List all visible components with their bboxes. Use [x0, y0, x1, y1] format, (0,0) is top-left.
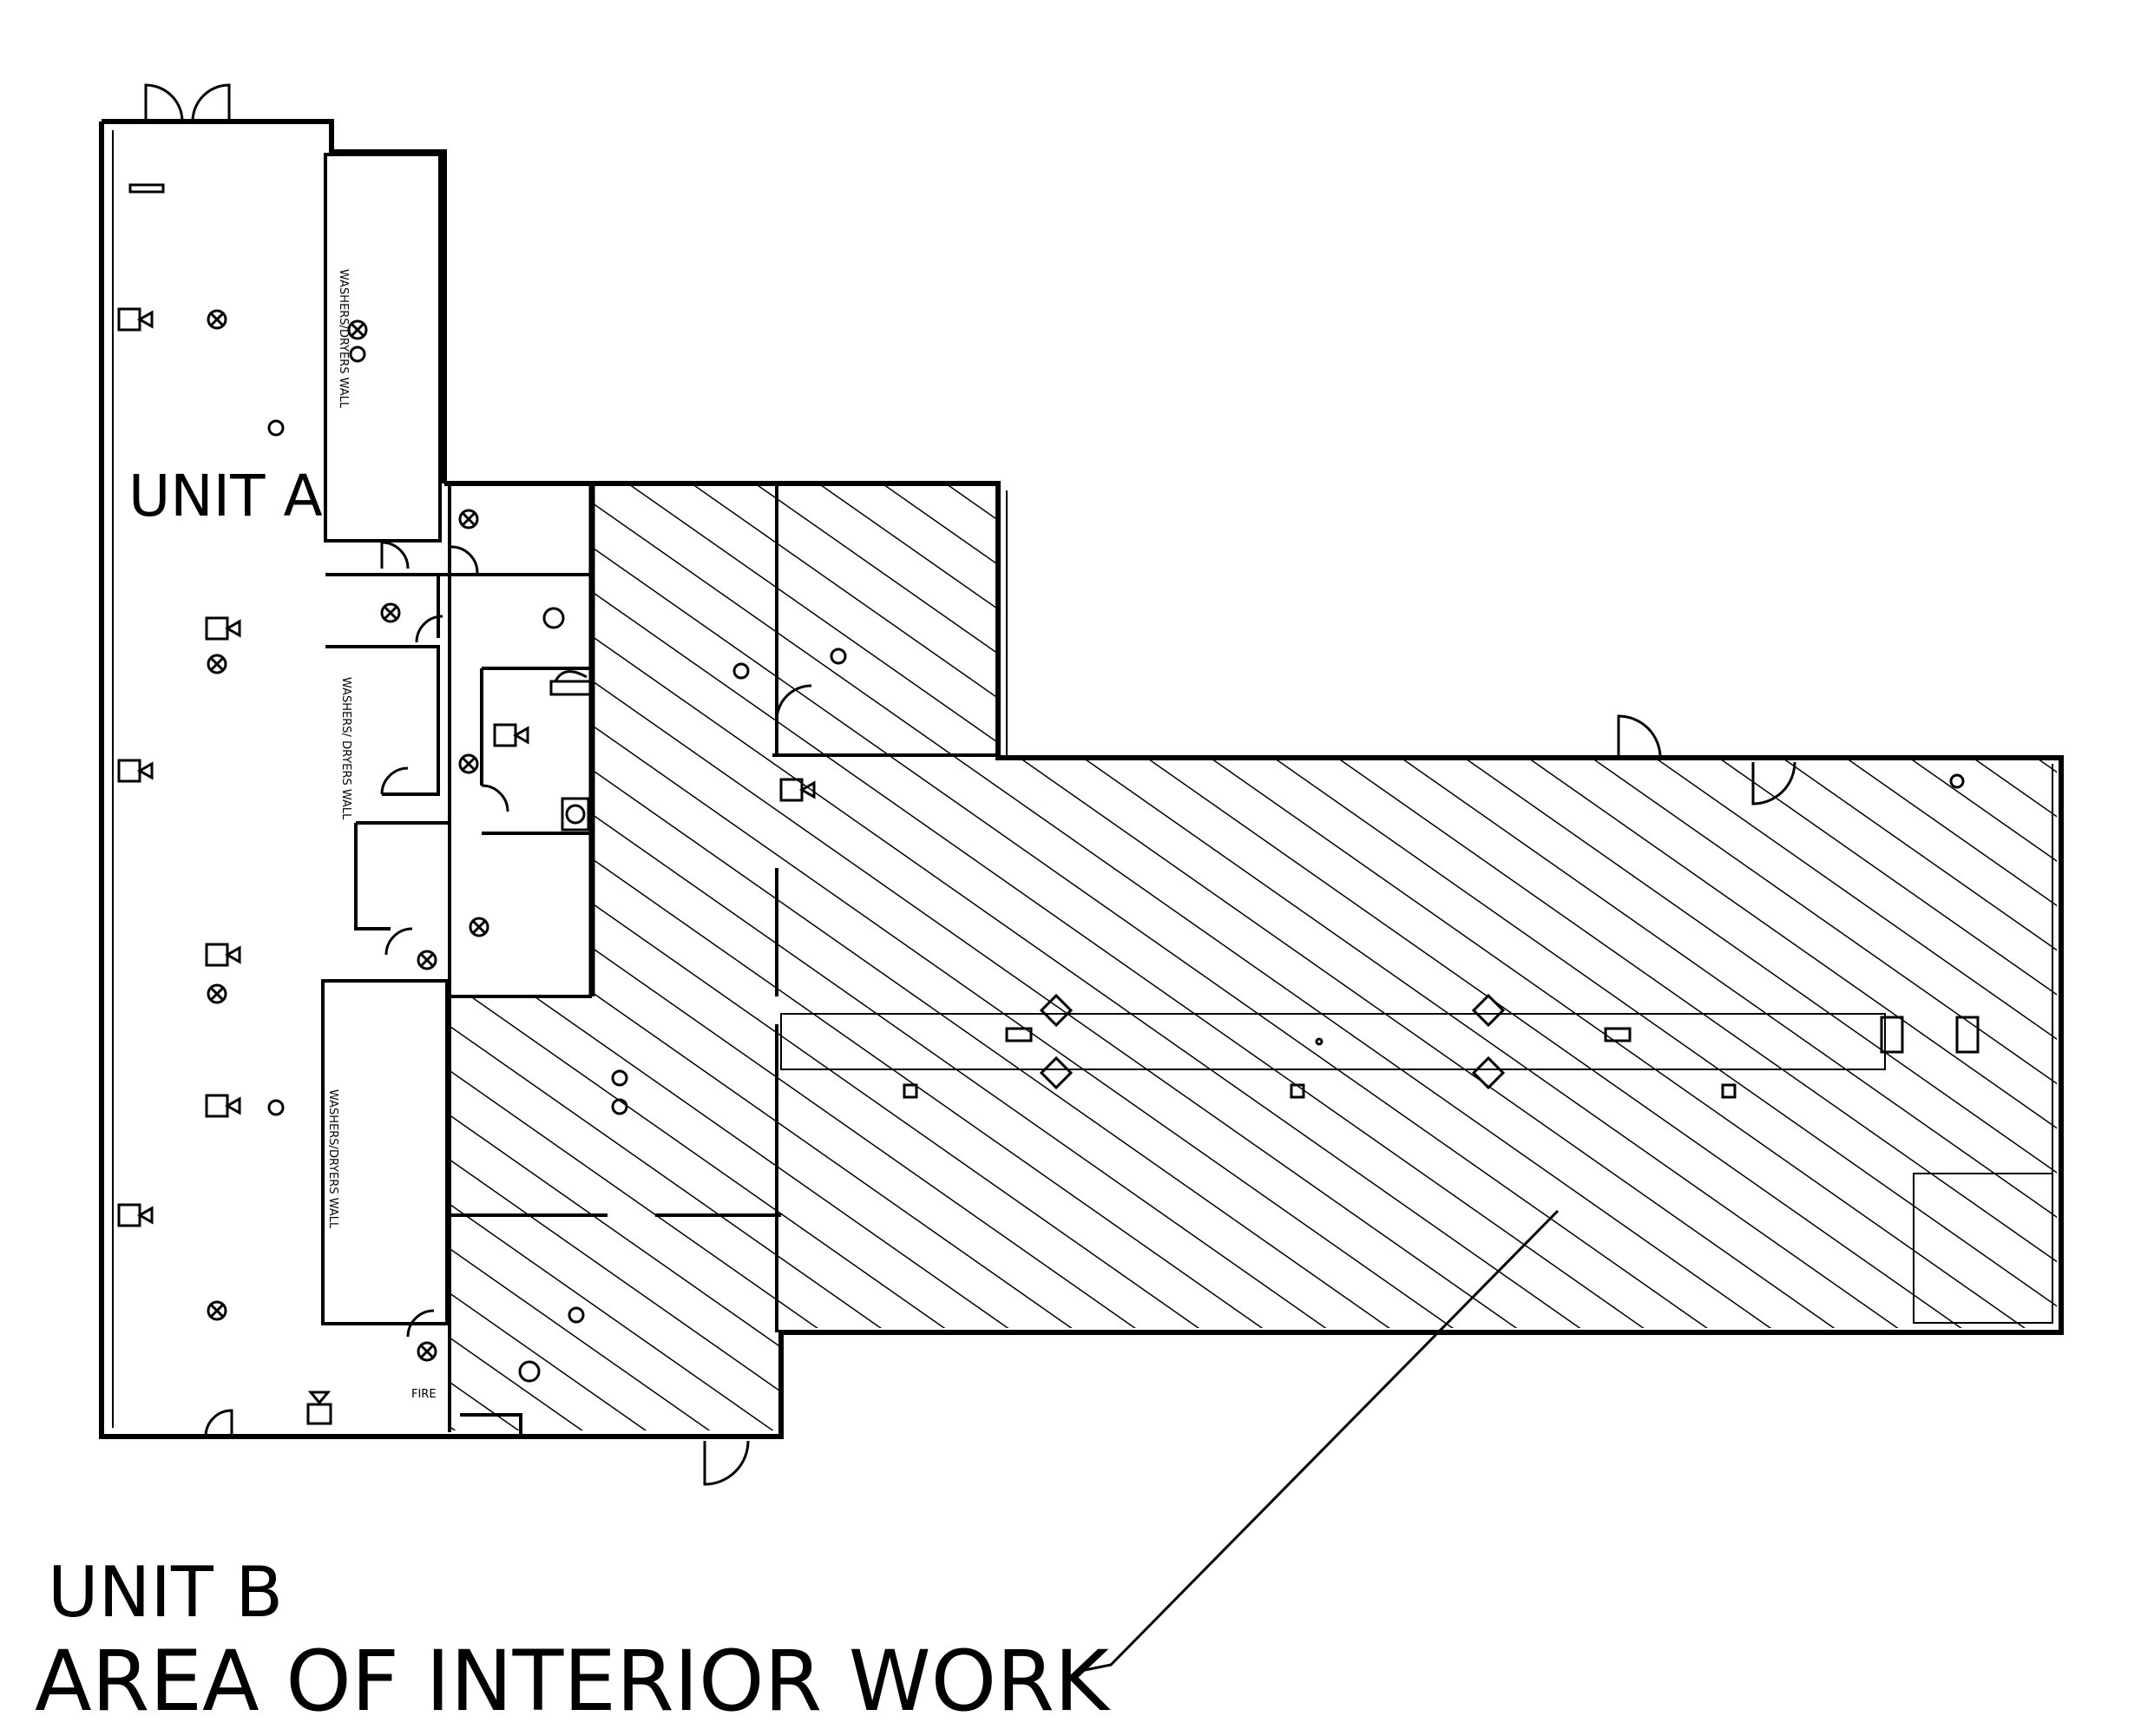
ceiling-fan-icon	[1955, 1016, 1980, 1054]
ceiling-light-icon	[207, 983, 227, 1004]
washers-dryers-wall-label: WASHERS/DRYERS WALL	[326, 1089, 339, 1229]
smoke-detector-icon	[267, 1099, 285, 1116]
emergency-light-icon	[306, 1391, 332, 1425]
smoke-detector-icon	[830, 648, 847, 665]
ceiling-light-icon	[469, 917, 489, 937]
door-swing-icon	[1751, 761, 1796, 806]
ceiling-fan-icon	[1471, 1055, 1506, 1090]
door-swing-icon	[384, 927, 413, 956]
fixtures	[117, 183, 1980, 1425]
ceiling-light-icon	[207, 1300, 227, 1321]
smoke-detector-icon	[732, 662, 750, 680]
interior-walls	[321, 153, 2053, 1437]
camera-icon	[493, 723, 529, 747]
camera-icon	[205, 1094, 241, 1118]
camera-icon	[117, 1203, 154, 1227]
camera-icon	[205, 943, 241, 967]
toilet-icon	[561, 797, 590, 832]
leader-line	[1080, 1209, 1560, 1673]
smoke-detector-icon	[1949, 773, 1965, 789]
ceiling-fan-icon	[1880, 1016, 1904, 1054]
ceiling-light-icon	[380, 602, 401, 623]
smoke-detector-icon	[611, 1098, 628, 1115]
smoke-detector-icon	[568, 1306, 585, 1324]
ceiling-fan-icon	[1039, 1055, 1074, 1090]
ceiling-light-icon	[417, 1341, 437, 1362]
ceiling-light-icon	[417, 950, 437, 970]
fire-label: FIRE	[411, 1388, 437, 1401]
door-swing-icon	[1617, 714, 1662, 759]
ceiling-light-icon	[347, 319, 368, 340]
door-swing-icon	[481, 784, 509, 812]
washers-dryers-wall-label: WASHERS/ DRYERS WALL	[339, 677, 352, 820]
door-swing-icon	[703, 1440, 750, 1486]
smoke-detector-icon	[349, 345, 366, 363]
smoke-detector-icon	[267, 419, 285, 437]
doors	[144, 83, 1796, 1486]
ceiling-light-icon	[458, 753, 479, 774]
camera-icon	[779, 778, 816, 802]
washers-dryers-wall-label: WASHERS/DRYERS WALL	[337, 269, 350, 409]
ceiling-fan-icon	[1039, 993, 1074, 1028]
ceiling-fan-icon	[1471, 993, 1506, 1028]
ceiling-light-icon	[458, 509, 479, 529]
door-swing-icon	[204, 1409, 233, 1437]
exterior-walls	[99, 119, 2064, 1439]
ceiling-light-icon	[207, 309, 227, 330]
toilet-icon	[518, 1360, 541, 1383]
smoke-detector-icon	[611, 1069, 628, 1087]
door-swing-icon	[450, 545, 479, 574]
ceiling-light-icon	[207, 654, 227, 674]
emergency-light-icon	[128, 183, 165, 194]
door-swing-icon	[380, 541, 410, 569]
unit-b-label: UNIT B	[48, 1552, 283, 1633]
door-swing-icon	[406, 1309, 435, 1338]
toilet-icon	[549, 670, 592, 696]
area-of-work-label: AREA OF INTERIOR WORK	[35, 1633, 1111, 1730]
toilet-icon	[542, 607, 565, 629]
camera-icon	[117, 307, 154, 332]
double-door-icon	[144, 83, 231, 122]
camera-icon	[117, 759, 154, 783]
door-swing-icon	[775, 684, 812, 721]
unit-a-label: UNIT A	[128, 463, 323, 529]
door-swing-icon	[380, 766, 409, 795]
hatched-work-area	[451, 483, 2057, 1430]
door-swing-icon	[415, 615, 443, 643]
camera-icon	[205, 616, 241, 641]
